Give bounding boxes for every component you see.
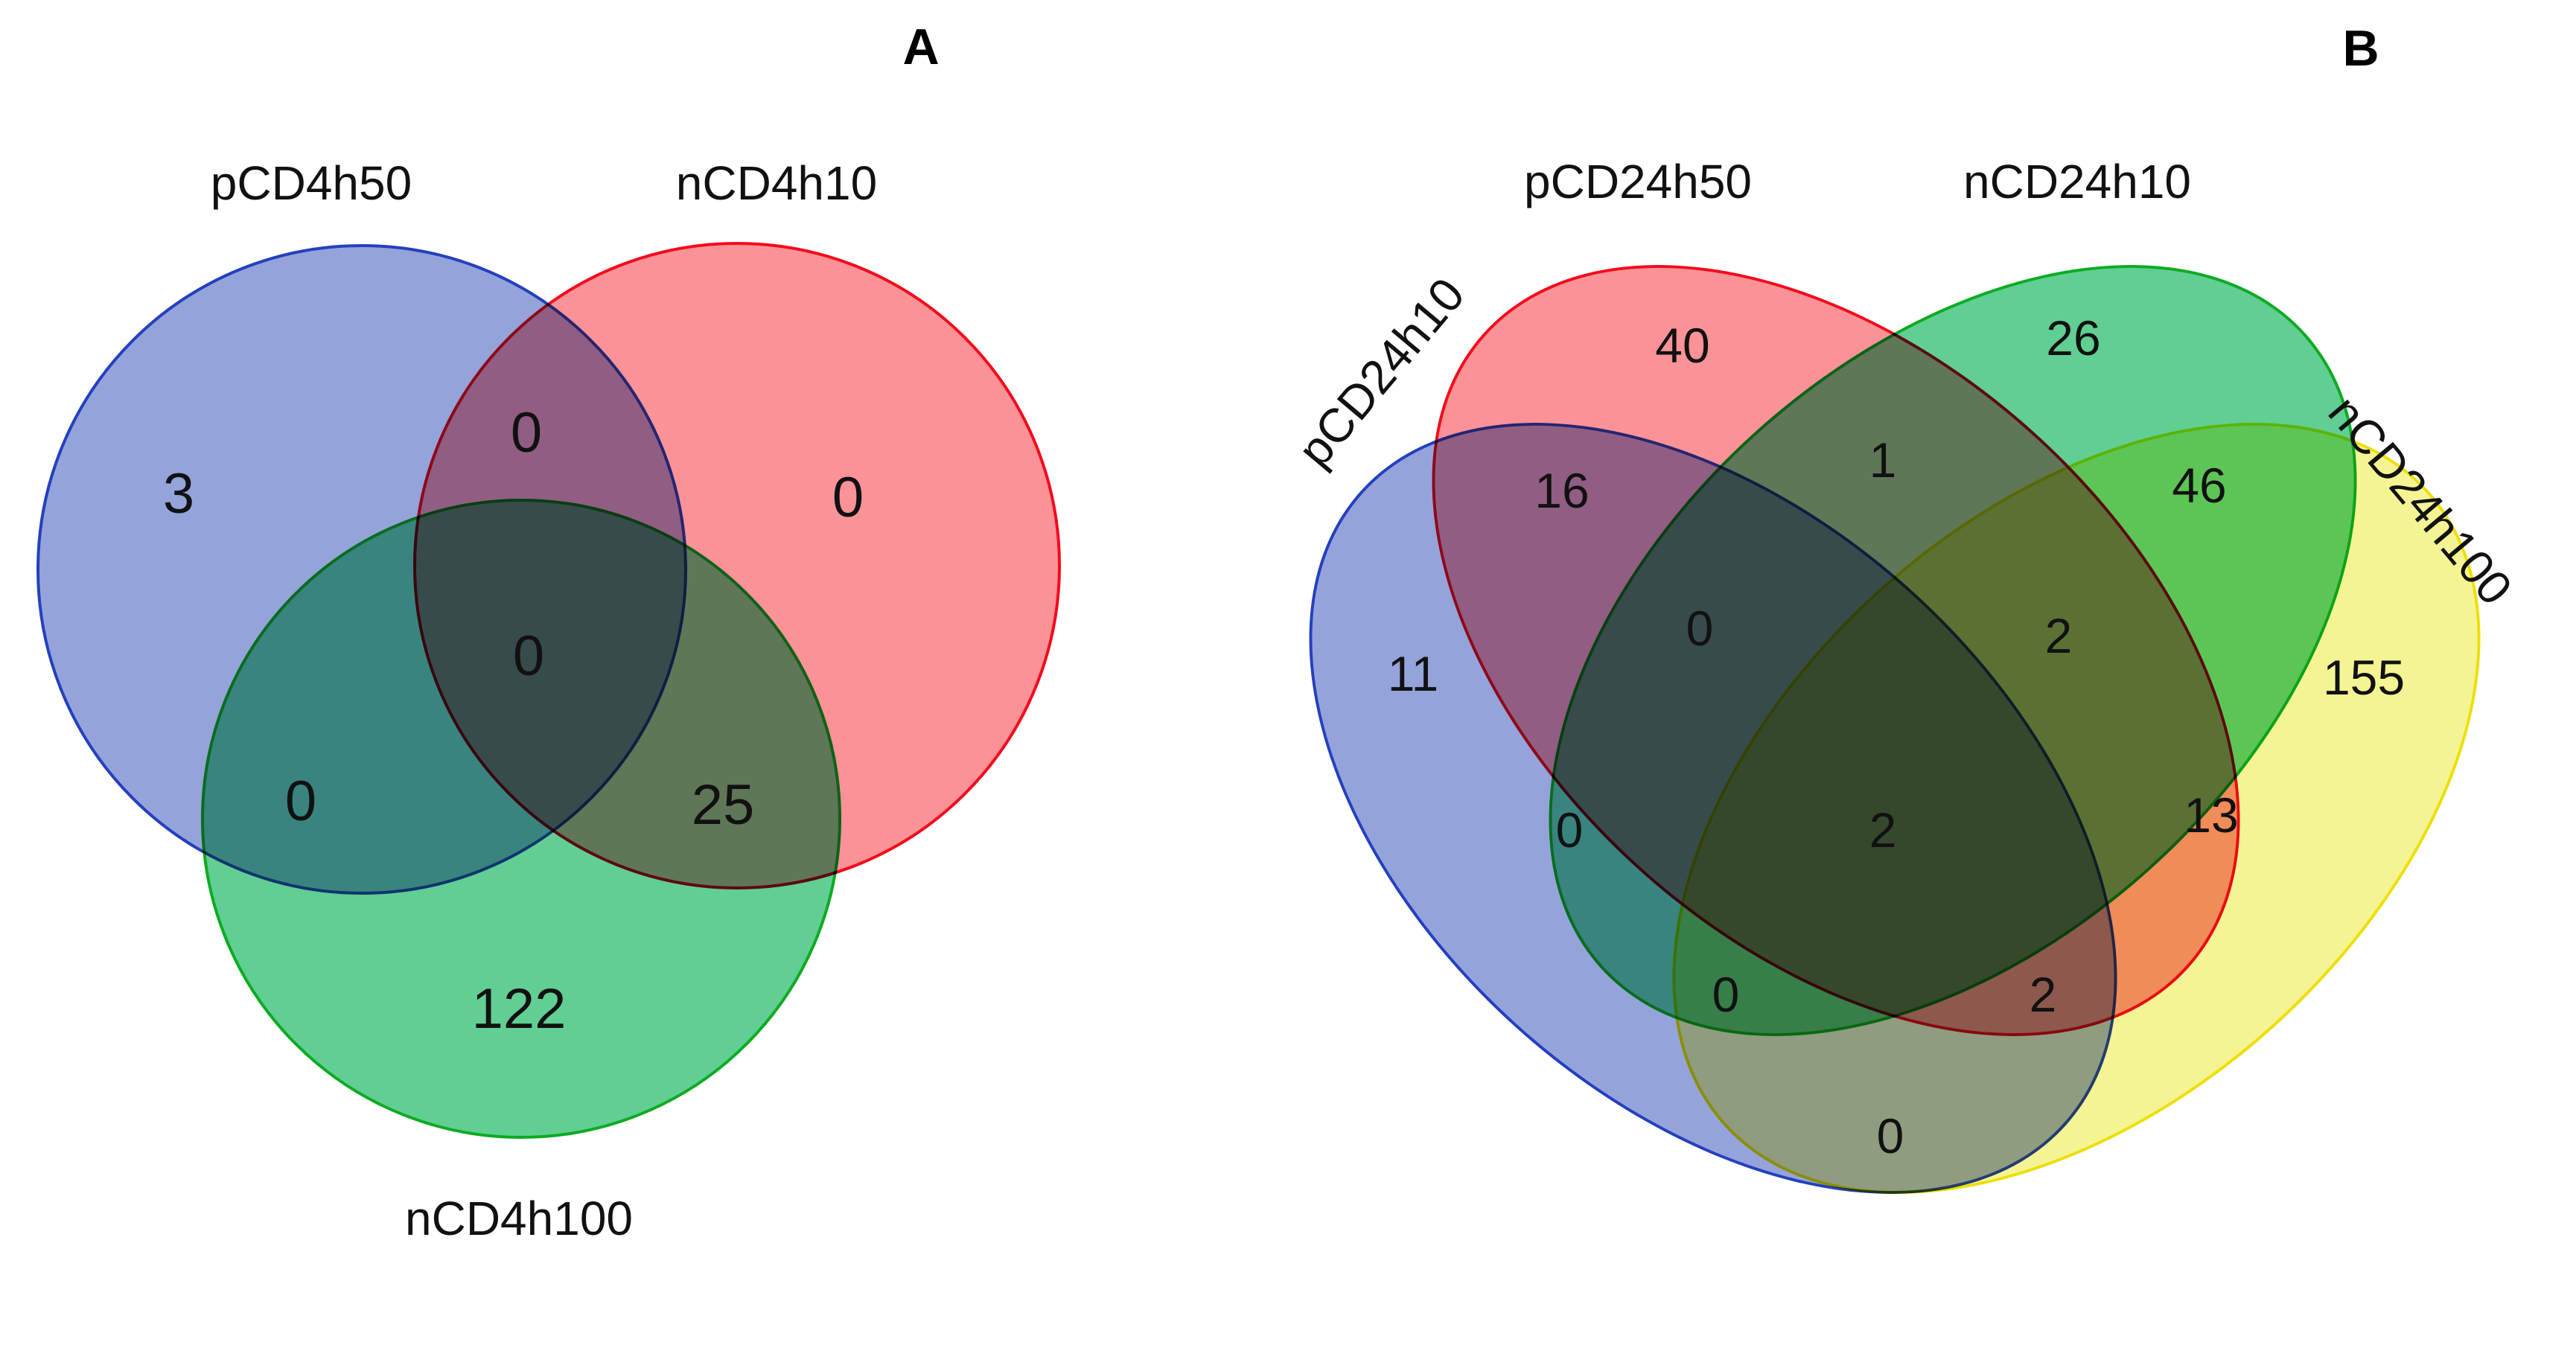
count-pcd24h10-pcd24h50: 16: [1534, 463, 1590, 518]
count-pcd4h50-ncd4h10: 0: [510, 401, 543, 464]
count-center-all4: 2: [1869, 802, 1897, 857]
set-label-ncd4h10: nCD4h10: [675, 156, 878, 210]
panel-b: B pCD24h10 pCD24h50 nCD24h10 nCD24h100 1…: [1163, 20, 2576, 1345]
count-triple-s2s3s4: 2: [2044, 608, 2073, 663]
set-label-ncd4h100: nCD4h100: [405, 1192, 633, 1245]
panel-a-title: A: [902, 19, 940, 75]
set-label-pcd24h50: pCD24h50: [1524, 155, 1752, 208]
venn-figure: A pCD4h50 nCD4h10 nCD4h100 3 0 0 0 0 25 …: [36, 19, 2576, 1345]
count-ncd24h100-only: 155: [2322, 650, 2406, 705]
count-center-all3: 0: [512, 624, 545, 688]
count-triple-s1s2s3: 0: [1686, 601, 1714, 656]
count-pcd24h10-ncd24h10: 0: [1555, 802, 1584, 857]
panel-b-title: B: [2342, 20, 2379, 77]
count-pcd24h50-ncd24h100: 13: [2184, 787, 2239, 843]
count-pcd24h50-only: 40: [1655, 318, 1710, 373]
count-triple-s1s3s4: 0: [1712, 967, 1740, 1022]
count-ncd4h10-only: 0: [832, 466, 864, 529]
count-pcd24h10-ncd24h100: 0: [1876, 1108, 1904, 1163]
count-ncd24h10-ncd24h100: 46: [2172, 458, 2227, 513]
count-pcd4h50-only: 3: [162, 462, 195, 525]
count-ncd4h10-ncd4h100: 25: [691, 773, 755, 837]
set-label-ncd24h10: nCD24h10: [1963, 155, 2191, 208]
panel-a: A pCD4h50 nCD4h10 nCD4h100 3 0 0 0 0 25 …: [36, 19, 1061, 1245]
count-pcd4h50-ncd4h100: 0: [284, 770, 317, 833]
count-triple-s1s2s4: 2: [2029, 967, 2057, 1022]
count-ncd24h10-only: 26: [2046, 310, 2101, 365]
count-pcd24h50-ncd24h10: 1: [1869, 432, 1897, 488]
count-pcd24h10-only: 11: [1387, 646, 1439, 701]
count-ncd4h100-only: 122: [471, 977, 567, 1041]
venn-circle-ncd4h100: [201, 499, 841, 1139]
set-label-pcd4h50: pCD4h50: [210, 156, 412, 210]
